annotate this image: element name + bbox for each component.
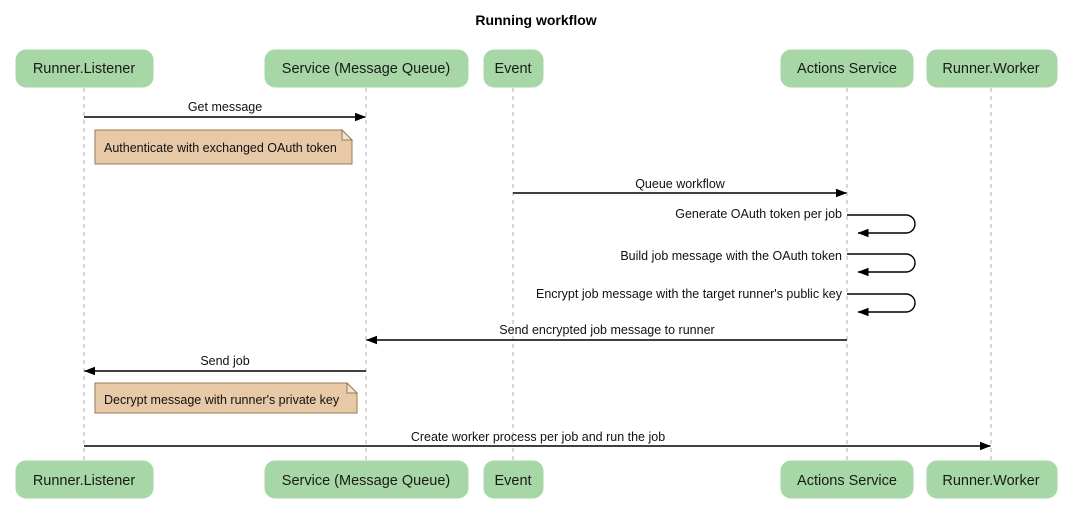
participant-event-top[interactable]: Event — [483, 49, 544, 88]
message-generate-oauth-token-per-job[interactable]: Generate OAuth token per job — [675, 207, 916, 238]
note-decrypt-message-with-runners-private-key[interactable]: Decrypt message with runner's private ke… — [94, 381, 359, 414]
message-label: Build job message with the OAuth token — [620, 249, 842, 263]
message-build-job-message-with-the-oauth-token[interactable]: Build job message with the OAuth token — [620, 249, 916, 277]
note-body — [94, 129, 353, 165]
notes-layer: Authenticate with exchanged OAuth tokenD… — [94, 128, 359, 414]
participant-label: Service (Message Queue) — [282, 61, 450, 77]
note-label: Authenticate with exchanged OAuth token — [104, 141, 337, 155]
message-label: Get message — [188, 100, 262, 114]
participant-runner-listener-bottom[interactable]: Runner.Listener — [15, 460, 154, 499]
participant-runner-worker-top[interactable]: Runner.Worker — [926, 49, 1058, 88]
lifelines-layer — [83, 88, 992, 461]
participant-box — [483, 460, 544, 499]
participant-runner-worker-bottom[interactable]: Runner.Worker — [926, 460, 1058, 499]
participant-box — [926, 460, 1058, 499]
participant-service-message-queue-top[interactable]: Service (Message Queue) — [264, 49, 469, 88]
participant-box — [15, 49, 154, 88]
participant-box — [780, 49, 914, 88]
participant-actions-service-bottom[interactable]: Actions Service — [780, 460, 914, 499]
message-label: Send encrypted job message to runner — [499, 323, 714, 337]
participant-box — [483, 49, 544, 88]
participant-box — [926, 49, 1058, 88]
participant-label: Actions Service — [797, 473, 897, 489]
participant-runner-listener-top[interactable]: Runner.Listener — [15, 49, 154, 88]
message-send-encrypted-job-message-to-runner[interactable]: Send encrypted job message to runner — [366, 323, 848, 345]
participant-label: Runner.Listener — [33, 61, 136, 77]
self-loop-path — [847, 214, 916, 238]
participant-box — [264, 49, 469, 88]
page-title: Running workflow — [475, 12, 596, 28]
message-create-worker-process-per-job-and-run-the-job[interactable]: Create worker process per job and run th… — [84, 430, 991, 451]
participant-box — [264, 460, 469, 499]
participant-label: Service (Message Queue) — [282, 473, 450, 489]
message-label: Encrypt job message with the target runn… — [536, 287, 843, 301]
participants-top-layer: Runner.Listener Service (Message Queue) Ev… — [15, 49, 1058, 88]
message-label: Create worker process per job and run th… — [411, 430, 665, 444]
participant-label: Runner.Listener — [33, 473, 136, 489]
message-encrypt-job-message-with-the-target-runners-public-key[interactable]: Encrypt job message with the target runn… — [536, 287, 916, 317]
participant-actions-service-top[interactable]: Actions Service — [780, 49, 914, 88]
message-get-message[interactable]: Get message — [84, 100, 366, 122]
note-fold-corner-icon — [346, 381, 359, 394]
message-label: Send job — [200, 354, 249, 368]
message-queue-workflow[interactable]: Queue workflow — [513, 177, 847, 198]
note-fold-corner-icon — [341, 128, 354, 141]
participant-box — [15, 460, 154, 499]
participant-box — [780, 460, 914, 499]
message-send-job[interactable]: Send job — [84, 354, 367, 376]
self-loop-path — [847, 293, 916, 317]
participant-label: Event — [494, 61, 531, 77]
note-body — [94, 382, 358, 414]
note-authenticate-with-exchanged-oauth-token[interactable]: Authenticate with exchanged OAuth token — [94, 128, 354, 165]
message-label: Queue workflow — [635, 177, 726, 191]
participant-label: Event — [494, 473, 531, 489]
note-label: Decrypt message with runner's private ke… — [104, 393, 340, 407]
self-loop-path — [847, 253, 916, 277]
message-label: Generate OAuth token per job — [675, 207, 842, 221]
participant-event-bottom[interactable]: Event — [483, 460, 544, 499]
participant-label: Runner.Worker — [942, 473, 1039, 489]
participant-service-message-queue-bottom[interactable]: Service (Message Queue) — [264, 460, 469, 499]
participant-label: Runner.Worker — [942, 61, 1039, 77]
participants-bottom-layer: Runner.Listener Service (Message Queue) Ev… — [15, 460, 1058, 499]
participant-label: Actions Service — [797, 61, 897, 77]
